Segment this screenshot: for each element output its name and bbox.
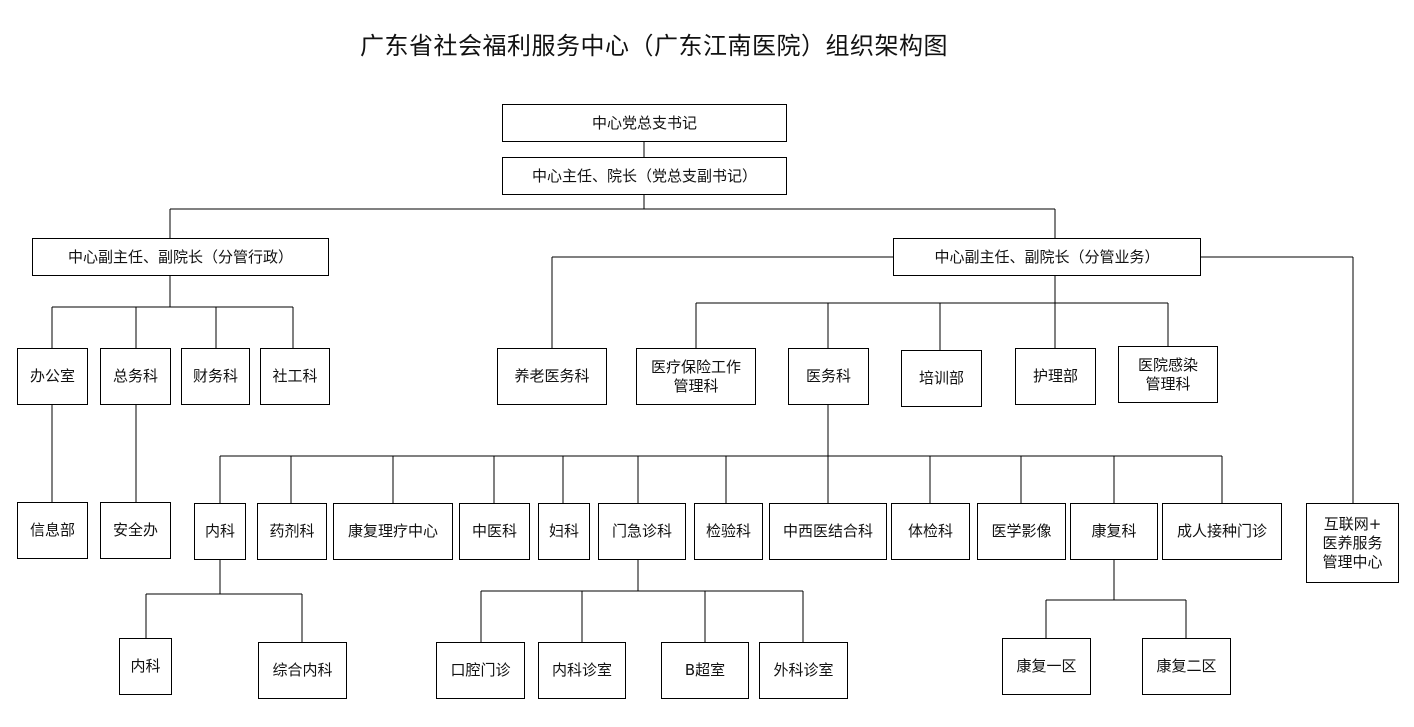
info-dept-label: 信息部: [29, 521, 75, 539]
imaging-label: 医学影像: [991, 522, 1052, 540]
rehab-2-box: 康复二区: [1142, 638, 1231, 695]
training-box: 培训部: [901, 350, 982, 407]
integrated-med-box: 中西医结合科: [769, 503, 887, 560]
elderly-medical-box: 养老医务科: [497, 348, 607, 405]
outpatient-label: 门急诊科: [611, 522, 672, 540]
party-secretary-box: 中心党总支书记: [502, 104, 787, 142]
finance-label: 财务科: [192, 367, 238, 385]
gynecology-box: 妇科: [538, 503, 590, 560]
rehab-therapy-label: 康复理疗中心: [347, 522, 438, 540]
general-affairs-box: 总务科: [100, 348, 171, 405]
im-sub-box: 内科: [119, 638, 172, 695]
deputy-admin-label: 中心副主任、副院长（分管行政）: [67, 247, 293, 266]
rehab-1-label: 康复一区: [1016, 657, 1077, 675]
tcm-label: 中医科: [471, 522, 517, 540]
infection-box: 医院感染 管理科: [1118, 346, 1218, 403]
party-secretary-label: 中心党总支书记: [591, 113, 697, 132]
finance-box: 财务科: [181, 348, 250, 405]
rehab-therapy-box: 康复理疗中心: [333, 503, 453, 560]
director-label: 中心主任、院长（党总支副书记）: [531, 166, 757, 185]
deputy-business-box: 中心副主任、副院长（分管业务）: [893, 238, 1201, 276]
outpatient-box: 门急诊科: [598, 503, 686, 560]
imaging-box: 医学影像: [977, 503, 1066, 560]
vaccination-box: 成人接种门诊: [1162, 503, 1282, 560]
general-affairs-label: 总务科: [112, 367, 158, 385]
lab-label: 检验科: [705, 522, 751, 540]
insurance-box: 医疗保险工作 管理科: [636, 348, 756, 405]
elderly-medical-label: 养老医务科: [514, 367, 590, 385]
vaccination-label: 成人接种门诊: [1176, 522, 1267, 540]
physical-exam-box: 体检科: [891, 503, 970, 560]
insurance-label: 医疗保险工作 管理科: [650, 357, 741, 395]
medical-affairs-box: 医务科: [788, 348, 869, 405]
dental-label: 口腔门诊: [450, 661, 511, 679]
security-office-box: 安全办: [100, 502, 171, 559]
page-title: 广东省社会福利服务中心（广东江南医院）组织架构图: [360, 32, 948, 60]
director-box: 中心主任、院长（党总支副书记）: [502, 157, 787, 195]
medical-affairs-label: 医务科: [805, 367, 851, 385]
integrated-med-label: 中西医结合科: [782, 522, 873, 540]
im-sub-label: 内科: [130, 657, 161, 675]
internet-center-box: 互联网+ 医养服务 管理中心: [1306, 503, 1399, 583]
internet-center-label: 互联网+ 医养服务 管理中心: [1322, 514, 1383, 571]
rehab-1-box: 康复一区: [1002, 638, 1091, 695]
pharmacy-label: 药剂科: [269, 522, 315, 540]
general-im-label: 综合内科: [272, 661, 333, 679]
deputy-admin-box: 中心副主任、副院长（分管行政）: [32, 238, 329, 276]
training-label: 培训部: [918, 369, 964, 387]
physical-exam-label: 体检科: [907, 522, 953, 540]
gynecology-label: 妇科: [548, 522, 579, 540]
rehab-2-label: 康复二区: [1156, 657, 1217, 675]
security-office-label: 安全办: [112, 521, 158, 539]
info-dept-box: 信息部: [17, 502, 88, 559]
dental-box: 口腔门诊: [436, 642, 525, 699]
internal-medicine-label: 内科: [204, 522, 235, 540]
social-work-label: 社工科: [272, 367, 318, 385]
ultrasound-label: B超室: [684, 661, 726, 679]
infection-label: 医院感染 管理科: [1137, 355, 1198, 393]
im-clinic-box: 内科诊室: [538, 642, 626, 699]
surgery-clinic-label: 外科诊室: [773, 661, 834, 679]
rehab-box: 康复科: [1070, 503, 1158, 560]
deputy-business-label: 中心副主任、副院长（分管业务）: [934, 247, 1160, 266]
general-im-box: 综合内科: [258, 642, 347, 699]
surgery-clinic-box: 外科诊室: [759, 642, 848, 699]
im-clinic-label: 内科诊室: [551, 661, 612, 679]
nursing-label: 护理部: [1032, 367, 1078, 385]
social-work-box: 社工科: [260, 348, 330, 405]
ultrasound-box: B超室: [661, 642, 749, 699]
tcm-box: 中医科: [459, 503, 530, 560]
office-box: 办公室: [17, 348, 88, 405]
pharmacy-box: 药剂科: [257, 503, 327, 560]
rehab-label: 康复科: [1091, 522, 1137, 540]
lab-box: 检验科: [694, 503, 763, 560]
nursing-box: 护理部: [1015, 348, 1096, 405]
internal-medicine-box: 内科: [194, 503, 246, 560]
office-label: 办公室: [29, 367, 75, 385]
